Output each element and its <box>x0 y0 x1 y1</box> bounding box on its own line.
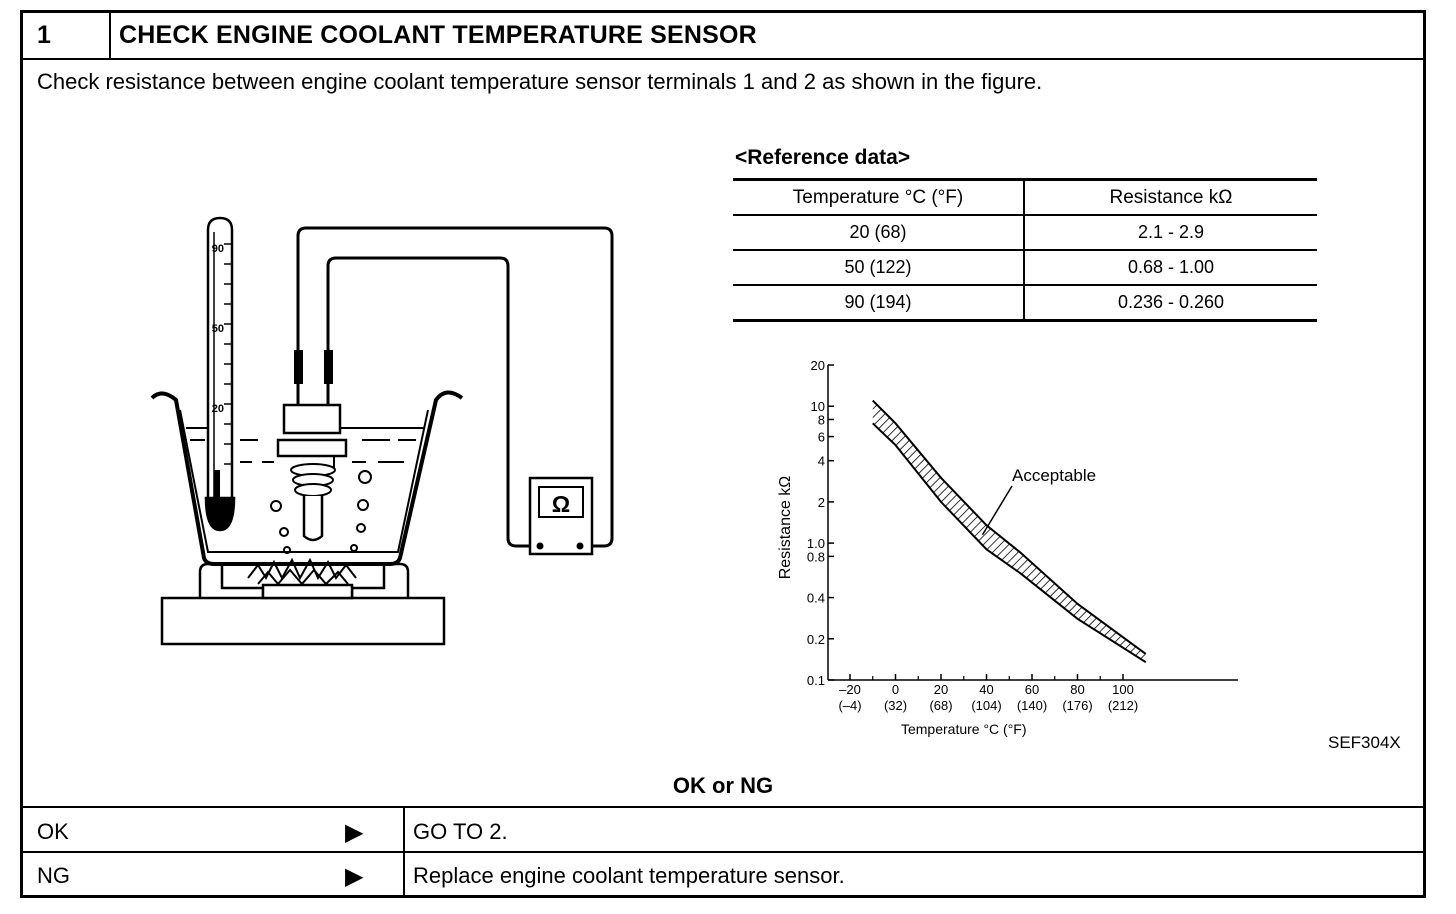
result-heading: OK or NG <box>672 773 774 798</box>
wire-clip-1 <box>294 350 303 384</box>
chart-axes <box>827 365 1238 681</box>
arrow-right-icon: ▶ <box>345 819 364 846</box>
x-tick-label: 60 <box>1025 682 1039 697</box>
sensor-tip <box>302 496 324 542</box>
illustration <box>150 216 614 646</box>
cell-temp: 20 (68) <box>733 214 1025 250</box>
thermometer-icon <box>206 216 234 502</box>
x-tick-label-f: (104) <box>971 698 1001 713</box>
chart-x-label: Temperature °C (°F) <box>901 721 1027 737</box>
result-mid-rule <box>23 851 1423 853</box>
pot <box>150 390 464 566</box>
thermometer-bulb <box>204 496 236 532</box>
cell-temp: 90 (194) <box>733 284 1025 321</box>
thermometer-scale <box>224 243 232 465</box>
band-upper-line <box>872 399 1147 655</box>
header-divider <box>109 13 111 59</box>
thermo-mark-20: 20 <box>212 403 224 415</box>
y-tick-label: 0.8 <box>807 549 825 564</box>
flame-icon <box>247 557 357 586</box>
x-tick-label: 0 <box>892 682 899 697</box>
result-ng-action: Replace engine coolant temperature senso… <box>413 863 845 888</box>
chart-y-label: Resistance kΩ <box>777 476 794 580</box>
x-tick-label: 80 <box>1070 682 1084 697</box>
arrow-right-icon: ▶ <box>345 863 364 890</box>
step-title: CHECK ENGINE COOLANT TEMPERATURE SENSOR <box>119 21 757 49</box>
wire-2 <box>326 256 540 548</box>
y-tick-label: 10 <box>811 399 825 414</box>
result-ng-label: NG <box>37 863 70 888</box>
x-tick-label: 100 <box>1112 682 1134 697</box>
reference-caption: <Reference data> <box>735 146 911 169</box>
ohm-icon: Ω <box>552 491 570 517</box>
x-tick-label: 20 <box>934 682 948 697</box>
result-divider <box>403 806 405 898</box>
y-tick-label: 20 <box>811 358 825 373</box>
burner-left-support <box>198 562 265 598</box>
sensor-hex <box>276 438 348 458</box>
col-resistance: Resistance kΩ <box>1024 179 1317 216</box>
y-tick-label: 0.4 <box>807 591 825 606</box>
y-tick-label: 0.2 <box>807 632 825 647</box>
sensor-threads <box>290 463 336 497</box>
bubbles <box>270 470 372 554</box>
burner-base <box>160 596 446 646</box>
wire-clip-2 <box>324 350 333 384</box>
table-row: 50 (122) 0.68 - 1.00 <box>733 249 1317 285</box>
y-tick-label: 1.0 <box>807 536 825 551</box>
y-tick-label: 0.1 <box>807 673 825 688</box>
cell-resistance: 2.1 - 2.9 <box>1024 214 1317 250</box>
x-tick-label-f: (140) <box>1017 698 1047 713</box>
x-tick-label-f: (176) <box>1062 698 1092 713</box>
reference-table: Temperature °C (°F) Resistance kΩ 20 (68… <box>733 178 1317 322</box>
chart-band <box>872 399 1147 664</box>
cell-temp: 50 (122) <box>733 249 1025 285</box>
chart-x-ticks: –20(–4) 0(32) 20(68) 40(104) 60(140) 80(176) 1… <box>838 674 1138 713</box>
y-tick-label: 6 <box>818 430 825 445</box>
water-ripples <box>190 439 416 463</box>
procedure-table: 1 CHECK ENGINE COOLANT TEMPERATURE SENSO… <box>20 10 1426 898</box>
chart-y-ticks: 20 108 6 4 2 1.00.8 0.4 0.2 0.1 <box>807 358 834 688</box>
col-temperature: Temperature °C (°F) <box>733 179 1025 216</box>
burner-head <box>261 583 354 600</box>
cell-resistance: 0.68 - 1.00 <box>1024 249 1317 285</box>
pot-inner <box>179 409 429 553</box>
result-ok-label: OK <box>37 819 69 844</box>
x-tick-label-f: (212) <box>1108 698 1138 713</box>
annotation-leader <box>981 485 1013 536</box>
y-tick-label: 8 <box>818 412 825 427</box>
cell-resistance: 0.236 - 0.260 <box>1024 284 1317 321</box>
result-ok-action: GO TO 2. <box>413 819 508 844</box>
figure-code: SEF304X <box>1328 733 1401 752</box>
thermo-mark-90: 90 <box>212 243 224 255</box>
step-number: 1 <box>37 21 51 49</box>
band-lower-line <box>872 422 1147 664</box>
thermo-mark-50: 50 <box>212 323 224 335</box>
sensor-connector <box>282 403 342 435</box>
burner-right-support <box>350 562 410 598</box>
y-tick-label: 4 <box>818 454 825 469</box>
x-tick-label-f: (–4) <box>838 698 861 713</box>
y-tick-label: 2 <box>818 495 825 510</box>
result-top-rule <box>23 806 1423 808</box>
x-tick-label-f: (68) <box>929 698 952 713</box>
table-row: 20 (68) 2.1 - 2.9 <box>733 214 1317 250</box>
wire-1 <box>296 226 614 548</box>
chart-annotation: Acceptable <box>1012 466 1096 485</box>
header-bottom-rule <box>23 58 1423 60</box>
x-tick-label: –20 <box>839 682 861 697</box>
instruction-text: Check resistance between engine coolant … <box>37 69 1043 94</box>
x-tick-label: 40 <box>979 682 993 697</box>
acceptable-band <box>872 400 1146 663</box>
x-tick-label-f: (32) <box>884 698 907 713</box>
table-row: 90 (194) 0.236 - 0.260 <box>733 284 1317 321</box>
